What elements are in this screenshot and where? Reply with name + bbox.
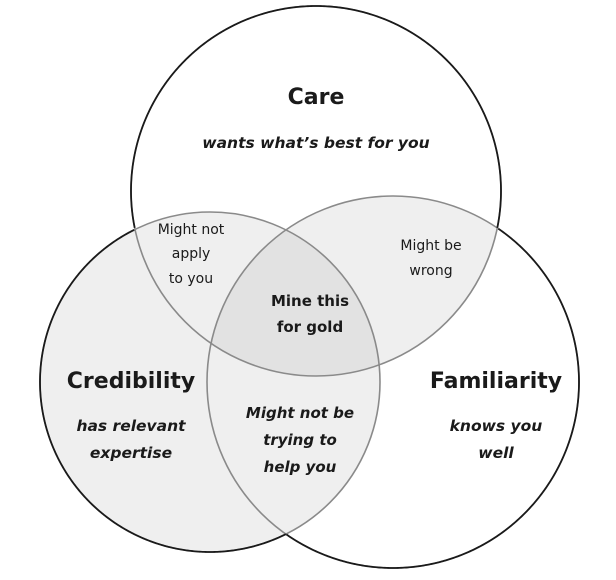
circle-outlines-dark bbox=[39, 5, 580, 569]
all-three-overlap bbox=[207, 212, 380, 376]
care-title: Care bbox=[288, 85, 345, 110]
all-three-line2: for gold bbox=[277, 318, 343, 336]
care-familiarity-line2: wrong bbox=[409, 263, 452, 279]
fam-outer-boundary bbox=[285, 227, 580, 569]
credibility-subtitle-line2: expertise bbox=[90, 444, 172, 462]
credibility-title: Credibility bbox=[67, 369, 195, 394]
credibility-subtitle-line1: has relevant bbox=[76, 417, 186, 435]
familiarity-subtitle-line1: knows you bbox=[450, 417, 543, 435]
care-outer-boundary bbox=[130, 5, 502, 229]
credibility-familiarity-line3: help you bbox=[264, 458, 337, 476]
familiarity-title: Familiarity bbox=[430, 369, 562, 394]
cred-outer-boundary bbox=[39, 229, 287, 553]
care-credibility-line1: Might not bbox=[158, 222, 225, 238]
care-credibility-line2: apply bbox=[172, 246, 211, 262]
care-subtitle: wants what’s best for you bbox=[202, 134, 429, 152]
credibility-familiarity-line1: Might not be bbox=[246, 404, 354, 422]
region-fills bbox=[40, 6, 579, 568]
care-familiarity-line1: Might be bbox=[400, 238, 461, 254]
credibility-familiarity-line2: trying to bbox=[263, 431, 337, 449]
care-credibility-line3: to you bbox=[169, 271, 213, 287]
familiarity-subtitle-line2: well bbox=[478, 444, 514, 462]
all-three-line1: Mine this bbox=[271, 292, 349, 310]
